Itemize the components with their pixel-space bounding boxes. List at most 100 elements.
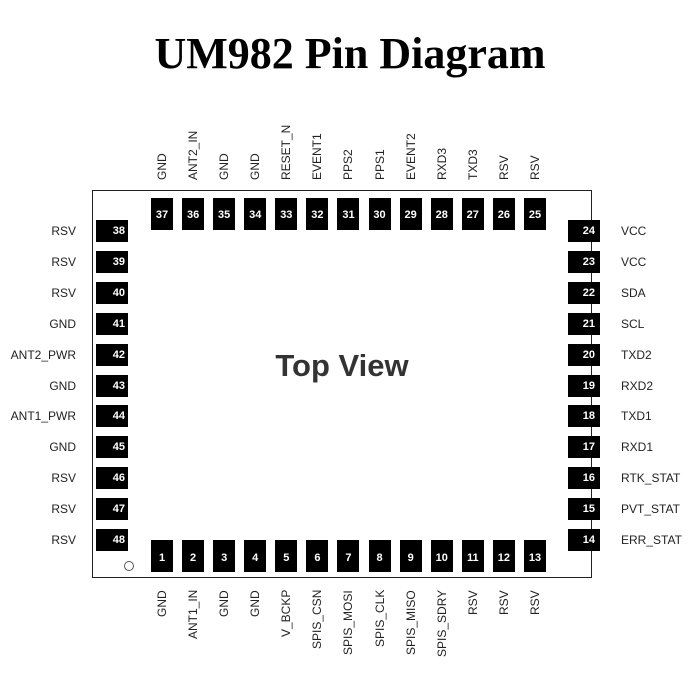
pin-39: 39 xyxy=(96,250,128,273)
pin-label-36: ANT2_IN xyxy=(186,130,201,180)
pin-35: 35 xyxy=(213,198,236,230)
pin-label-45: GND xyxy=(49,440,76,455)
pin-label-21: SCL xyxy=(621,316,645,331)
pin-label-35: GND xyxy=(217,153,232,180)
pin-2: 2 xyxy=(182,540,205,572)
pin-label-26: RSV xyxy=(496,155,511,180)
pin-label-2: ANT1_IN xyxy=(186,589,201,639)
pin-40: 40 xyxy=(96,281,128,304)
top-view-label: Top View xyxy=(275,348,409,383)
pin-label-7: SPIS_MOSI xyxy=(341,590,356,655)
pin-label-34: GND xyxy=(248,153,263,180)
pin-25: 25 xyxy=(523,198,546,230)
pin-label-46: RSV xyxy=(51,471,76,486)
pin-32: 32 xyxy=(306,198,329,230)
pin-label-38: RSV xyxy=(51,224,76,238)
pin-label-24: VCC xyxy=(621,224,647,238)
pin-38: 38 xyxy=(96,220,128,242)
pin-label-31: PPS2 xyxy=(341,149,356,180)
pin-3: 3 xyxy=(213,540,236,572)
pin1-marker-icon xyxy=(124,561,134,571)
pin-13: 13 xyxy=(523,540,546,572)
pin-18: 18 xyxy=(568,405,600,428)
pin-label-28: RXD3 xyxy=(434,147,449,180)
pin-20: 20 xyxy=(568,343,600,366)
pin-4: 4 xyxy=(244,540,267,572)
pin-8: 8 xyxy=(368,540,391,572)
pin-label-4: GND xyxy=(248,590,263,617)
pin-label-6: SPIS_CSN xyxy=(310,589,325,649)
chip-outline xyxy=(92,190,592,578)
pin-label-9: SPIS_MISO xyxy=(403,590,418,655)
pin-label-14: ERR_STAT xyxy=(621,533,682,547)
pin-label-8: SPIS_CLK xyxy=(372,589,387,647)
pin-label-37: GND xyxy=(155,153,169,180)
pin-label-17: RXD1 xyxy=(621,440,654,455)
pin-label-22: SDA xyxy=(621,285,646,300)
pin-23: 23 xyxy=(568,250,600,273)
pin-29: 29 xyxy=(399,198,422,230)
pin-12: 12 xyxy=(492,540,515,572)
pin-label-1: GND xyxy=(155,590,169,617)
pin-37: 37 xyxy=(151,198,173,230)
pin-label-44: ANT1_PWR xyxy=(10,409,76,424)
pin-label-30: PPS1 xyxy=(372,149,387,180)
pin-label-47: RSV xyxy=(51,502,76,517)
pin-6: 6 xyxy=(306,540,329,572)
pin-label-15: PVT_STAT xyxy=(621,502,680,517)
pin-41: 41 xyxy=(96,312,128,335)
pin-label-40: RSV xyxy=(51,285,76,300)
pin-26: 26 xyxy=(492,198,515,230)
pin-16: 16 xyxy=(568,467,600,490)
pin-label-3: GND xyxy=(217,590,232,617)
pin-44: 44 xyxy=(96,405,128,428)
pin-28: 28 xyxy=(430,198,453,230)
diagram-title: UM982 Pin Diagram xyxy=(154,29,546,78)
pin-label-12: RSV xyxy=(496,590,511,615)
pin-14: 14 xyxy=(568,529,600,551)
pin-label-32: EVENT1 xyxy=(310,133,325,180)
pin-45: 45 xyxy=(96,436,128,459)
pin-27: 27 xyxy=(461,198,484,230)
pin-label-23: VCC xyxy=(621,254,647,269)
pin-label-33: RESET_N xyxy=(279,124,294,180)
pin-5: 5 xyxy=(275,540,298,572)
pin-24: 24 xyxy=(568,220,600,242)
pin-label-5: V_BCKP xyxy=(279,589,294,637)
pin-7: 7 xyxy=(337,540,360,572)
pin-42: 42 xyxy=(96,343,128,366)
pin-1: 1 xyxy=(151,540,173,572)
pin-label-16: RTK_STAT xyxy=(621,471,681,486)
pin-label-10: SPIS_SDRY xyxy=(434,589,449,657)
pin-label-19: RXD2 xyxy=(621,378,654,393)
pin-label-29: EVENT2 xyxy=(403,133,418,180)
pin-label-13: RSV xyxy=(527,590,542,615)
pin-36: 36 xyxy=(182,198,205,230)
pin-label-27: TXD3 xyxy=(465,149,480,180)
pin-label-18: TXD1 xyxy=(621,409,652,424)
pin-22: 22 xyxy=(568,281,600,304)
pin-label-41: GND xyxy=(49,316,76,331)
pin-43: 43 xyxy=(96,374,128,397)
pin-label-42: ANT2_PWR xyxy=(10,347,76,362)
pin-11: 11 xyxy=(461,540,484,572)
pin-label-25: RSV xyxy=(527,155,542,180)
pin-47: 47 xyxy=(96,498,128,521)
pin-label-20: TXD2 xyxy=(621,347,652,362)
pin-48: 48 xyxy=(96,529,128,551)
pin-15: 15 xyxy=(568,498,600,521)
pin-46: 46 xyxy=(96,467,128,490)
pin-label-39: RSV xyxy=(51,254,76,269)
pin-9: 9 xyxy=(399,540,422,572)
pin-17: 17 xyxy=(568,436,600,459)
pin-31: 31 xyxy=(337,198,360,230)
pin-19: 19 xyxy=(568,374,600,397)
pin-label-48: RSV xyxy=(51,533,76,547)
pin-34: 34 xyxy=(244,198,267,230)
pin-30: 30 xyxy=(368,198,391,230)
pin-21: 21 xyxy=(568,312,600,335)
pin-label-11: RSV xyxy=(465,590,480,615)
pin-label-43: GND xyxy=(49,378,76,393)
pin-33: 33 xyxy=(275,198,298,230)
pin-10: 10 xyxy=(430,540,453,572)
